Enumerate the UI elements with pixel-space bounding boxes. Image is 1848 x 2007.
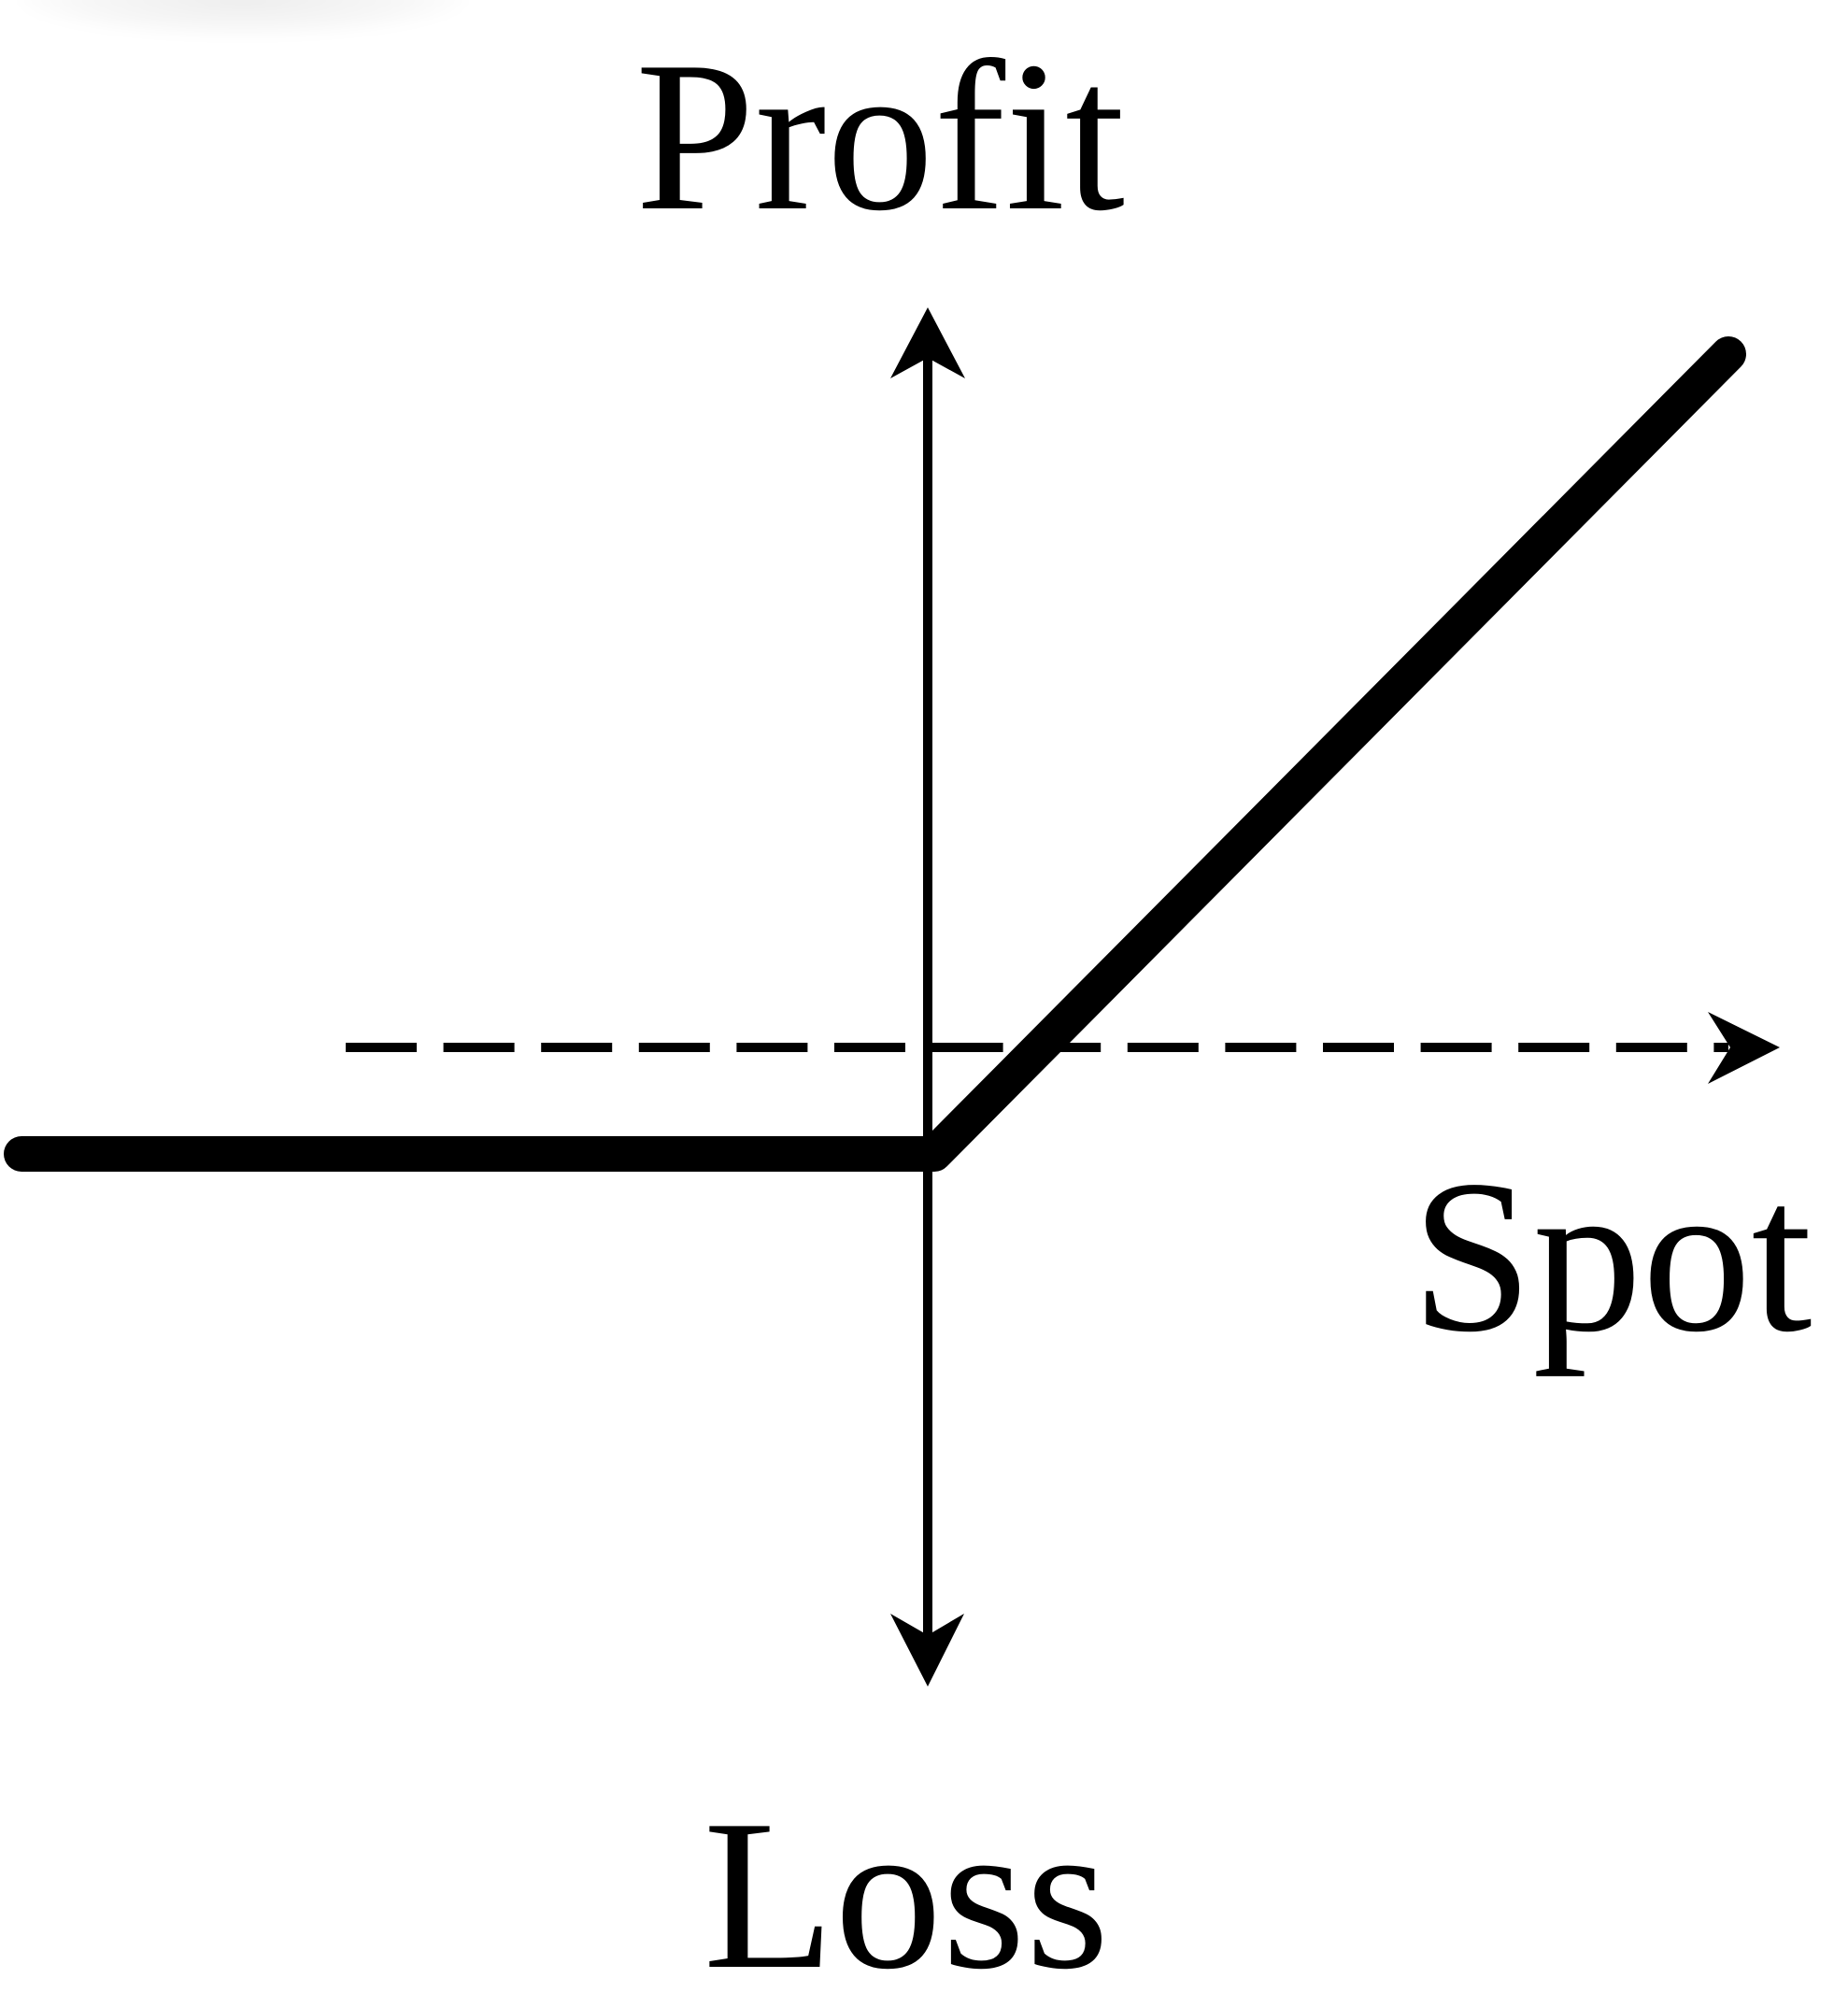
payoff-line	[4, 336, 1746, 1172]
loss-label: Loss	[704, 1775, 1110, 2007]
arrow-down-icon	[890, 1614, 964, 1687]
arrow-up-icon	[890, 307, 965, 378]
vertical-axis	[890, 307, 965, 1687]
profit-label: Profit	[635, 17, 1125, 255]
spot-label: Spot	[1411, 1134, 1812, 1377]
arrow-right-icon	[1708, 1012, 1780, 1084]
